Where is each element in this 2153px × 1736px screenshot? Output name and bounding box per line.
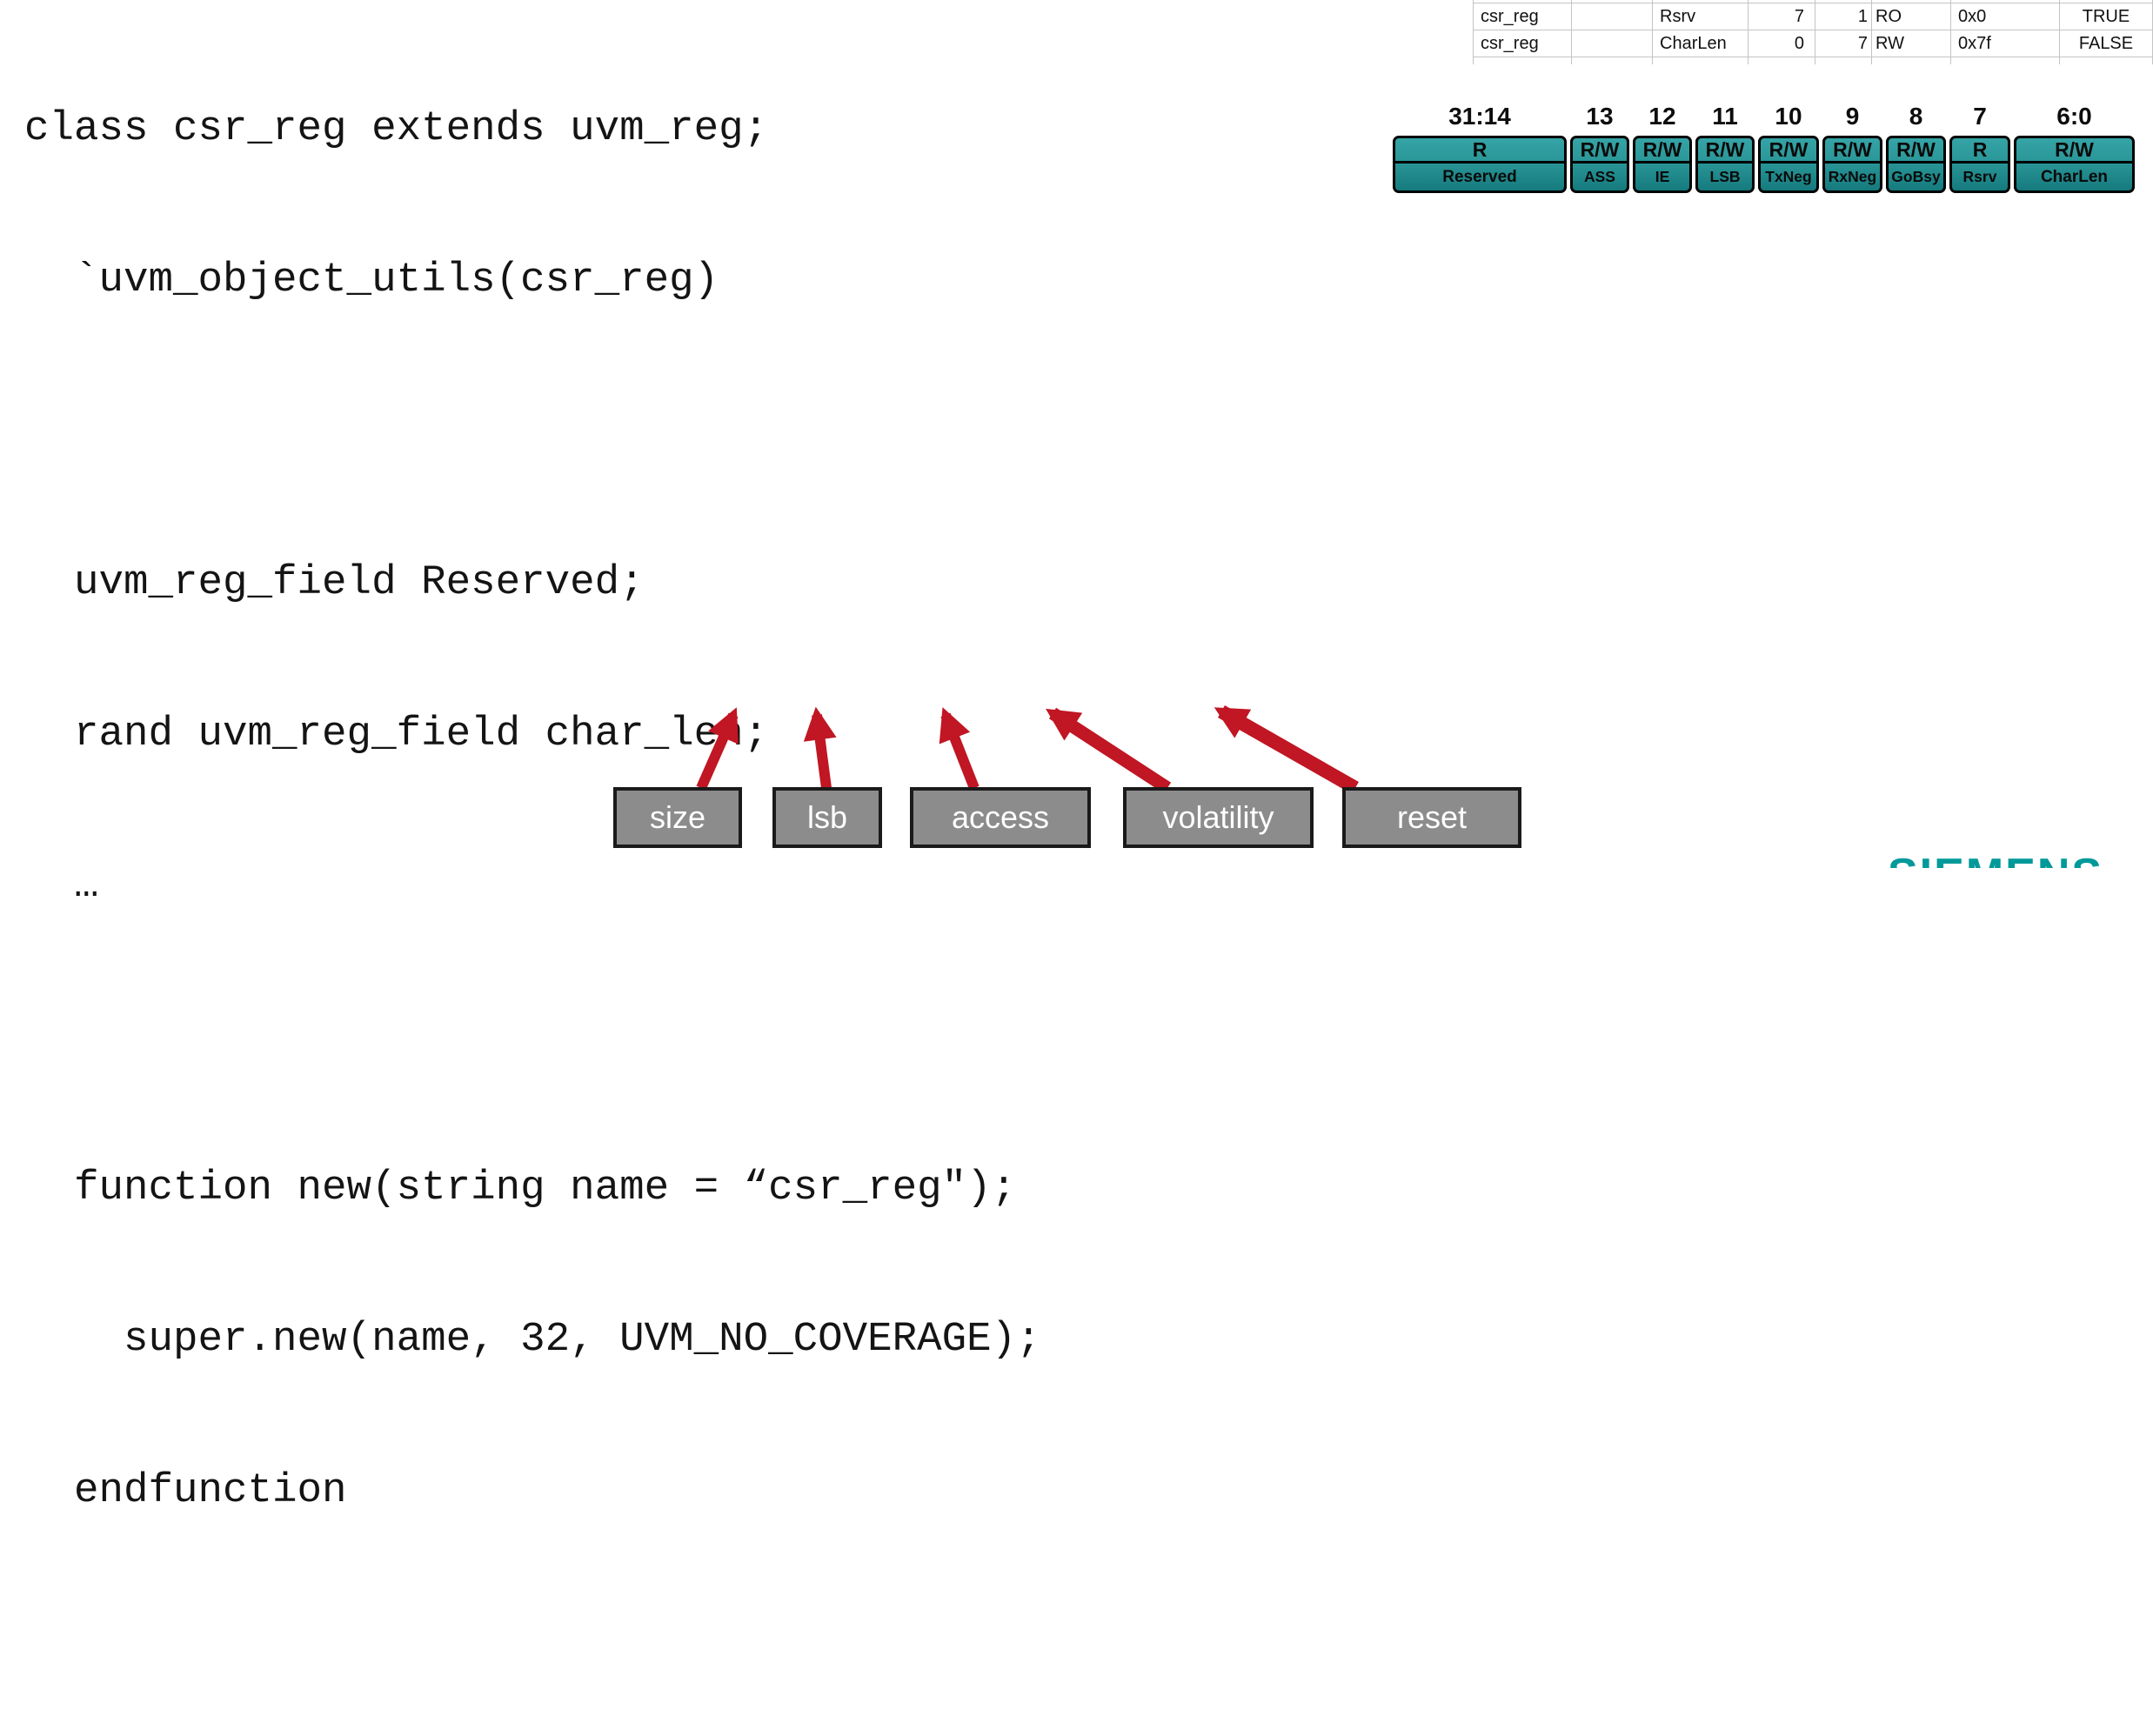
- field-name: TxNeg: [1765, 168, 1812, 185]
- bit-label: 10: [1775, 103, 1802, 130]
- table-cell-volatile: TRUE: [2060, 3, 2153, 30]
- callout-label: size: [649, 799, 706, 835]
- table-cell: [1572, 30, 1653, 57]
- field-name: ASS: [1584, 168, 1615, 185]
- register-diagram: R Reserved R/W ASS R/W IE R/W LSB R/W Tx…: [1393, 136, 2135, 193]
- table-cell: [2060, 57, 2153, 64]
- table-cell-access: RO: [1872, 3, 1951, 30]
- callout-volatility: volatility: [1123, 787, 1314, 848]
- code-line: endfunction: [24, 1467, 347, 1514]
- bit-label: 13: [1586, 103, 1614, 130]
- siemens-logo-text: SIEMENS: [1888, 852, 2140, 868]
- table-cell-lsb: 0: [1748, 30, 1815, 57]
- reg-field-rsrv: R Rsrv: [1949, 136, 2010, 193]
- code-line: rand uvm_reg_field char_len;: [24, 711, 769, 758]
- table-cell-volatile: FALSE: [2060, 30, 2153, 57]
- bit-label: 6:0: [2056, 103, 2092, 130]
- reg-field-rxneg: R/W RxNeg: [1822, 136, 1882, 193]
- table-cell-reg-name: csr_reg: [1473, 3, 1572, 30]
- reg-field-charlen: R/W CharLen: [2014, 136, 2135, 193]
- callout-label: reset: [1396, 799, 1468, 835]
- table-cell: [1473, 57, 1572, 64]
- reg-field-gobsy: R/W GoBsy: [1886, 136, 1946, 193]
- code-block: class csr_reg extends uvm_reg; `uvm_obje…: [0, 3, 1488, 1736]
- code-line: `uvm_object_utils(csr_reg): [24, 257, 719, 304]
- bit-label: 11: [1712, 103, 1738, 130]
- field-name: RxNeg: [1828, 168, 1877, 185]
- table-cell-field-name: Rsrv: [1653, 3, 1748, 30]
- reg-field-reserved: R Reserved: [1393, 136, 1567, 193]
- field-access: R: [1952, 138, 2008, 164]
- field-name: CharLen: [2040, 167, 2109, 186]
- field-name: Reserved: [1442, 167, 1517, 186]
- field-access: R/W: [2016, 138, 2132, 164]
- reg-field-ass: R/W ASS: [1570, 136, 1629, 193]
- table-cell: [1815, 0, 1872, 3]
- table-cell: [1653, 57, 1748, 64]
- code-line: uvm_reg_field Reserved;: [24, 559, 645, 606]
- reg-field-ie: R/W IE: [1633, 136, 1692, 193]
- field-spec-table: csr_reg Rsrv 7 1 RO 0x0 TRUE csr_reg Cha…: [1473, 0, 2153, 64]
- table-cell: [1653, 0, 1748, 3]
- callout-label: volatility: [1162, 799, 1274, 835]
- field-access: R/W: [1698, 138, 1752, 164]
- table-cell-access: RW: [1872, 30, 1951, 57]
- siemens-logo: SIEMENS: [1888, 852, 2140, 868]
- table-cell: [1951, 0, 2060, 3]
- field-name: GoBsy: [1891, 168, 1941, 185]
- table-cell: [1572, 57, 1653, 64]
- code-line: [24, 406, 1488, 457]
- table-cell-size: 1: [1815, 3, 1872, 30]
- table-cell: [1473, 0, 1572, 3]
- field-access: R/W: [1573, 138, 1627, 164]
- bit-label: 31:14: [1448, 103, 1511, 130]
- table-cell-lsb: 7: [1748, 3, 1815, 30]
- field-access: R/W: [1635, 138, 1689, 164]
- table-cell-reset: 0x7f: [1951, 30, 2060, 57]
- table-cell: [1872, 57, 1951, 64]
- table-cell: [1748, 57, 1815, 64]
- table-cell: [1815, 57, 1872, 64]
- table-cell: [1748, 0, 1815, 3]
- callout-access: access: [910, 787, 1091, 848]
- code-line: [24, 1617, 1488, 1667]
- table-cell-size: 7: [1815, 30, 1872, 57]
- bit-position-labels: 31:14 13 12 11 10 9 8 7 6:0: [1393, 99, 2135, 134]
- table-cell: [1872, 0, 1951, 3]
- bit-label: 12: [1648, 103, 1676, 130]
- field-access: R/W: [1761, 138, 1816, 164]
- callout-size: size: [613, 787, 742, 848]
- field-name: IE: [1655, 168, 1670, 185]
- callout-reset: reset: [1342, 787, 1521, 848]
- field-access: R/W: [1825, 138, 1880, 164]
- reg-field-lsb: R/W LSB: [1695, 136, 1755, 193]
- table-cell: [1572, 3, 1653, 30]
- field-name: LSB: [1709, 168, 1741, 185]
- code-line: super.new(name, 32, UVM_NO_COVERAGE);: [24, 1316, 1041, 1363]
- field-access: R/W: [1889, 138, 1943, 164]
- slide: { "colors": { "arrow-red": "#c11623", "b…: [24, 0, 2153, 1514]
- code-line: class csr_reg extends uvm_reg;: [24, 105, 769, 152]
- field-name: Rsrv: [1962, 168, 1997, 185]
- code-line: [24, 1012, 1488, 1062]
- table-cell-reset: 0x0: [1951, 3, 2060, 30]
- callout-label: access: [951, 799, 1050, 835]
- table-cell: [1951, 57, 2060, 64]
- code-line: function new(string name = “csr_reg");: [24, 1165, 1017, 1212]
- table-cell: [1572, 0, 1653, 3]
- table-cell-field-name: CharLen: [1653, 30, 1748, 57]
- table-cell-reg-name: csr_reg: [1473, 30, 1572, 57]
- reg-field-txneg: R/W TxNeg: [1758, 136, 1819, 193]
- bit-label: 9: [1845, 103, 1860, 130]
- bit-label: 8: [1909, 103, 1923, 130]
- bit-label: 7: [1973, 103, 1987, 130]
- callout-label: lsb: [806, 799, 848, 835]
- callout-lsb: lsb: [772, 787, 882, 848]
- field-access: R: [1395, 138, 1564, 164]
